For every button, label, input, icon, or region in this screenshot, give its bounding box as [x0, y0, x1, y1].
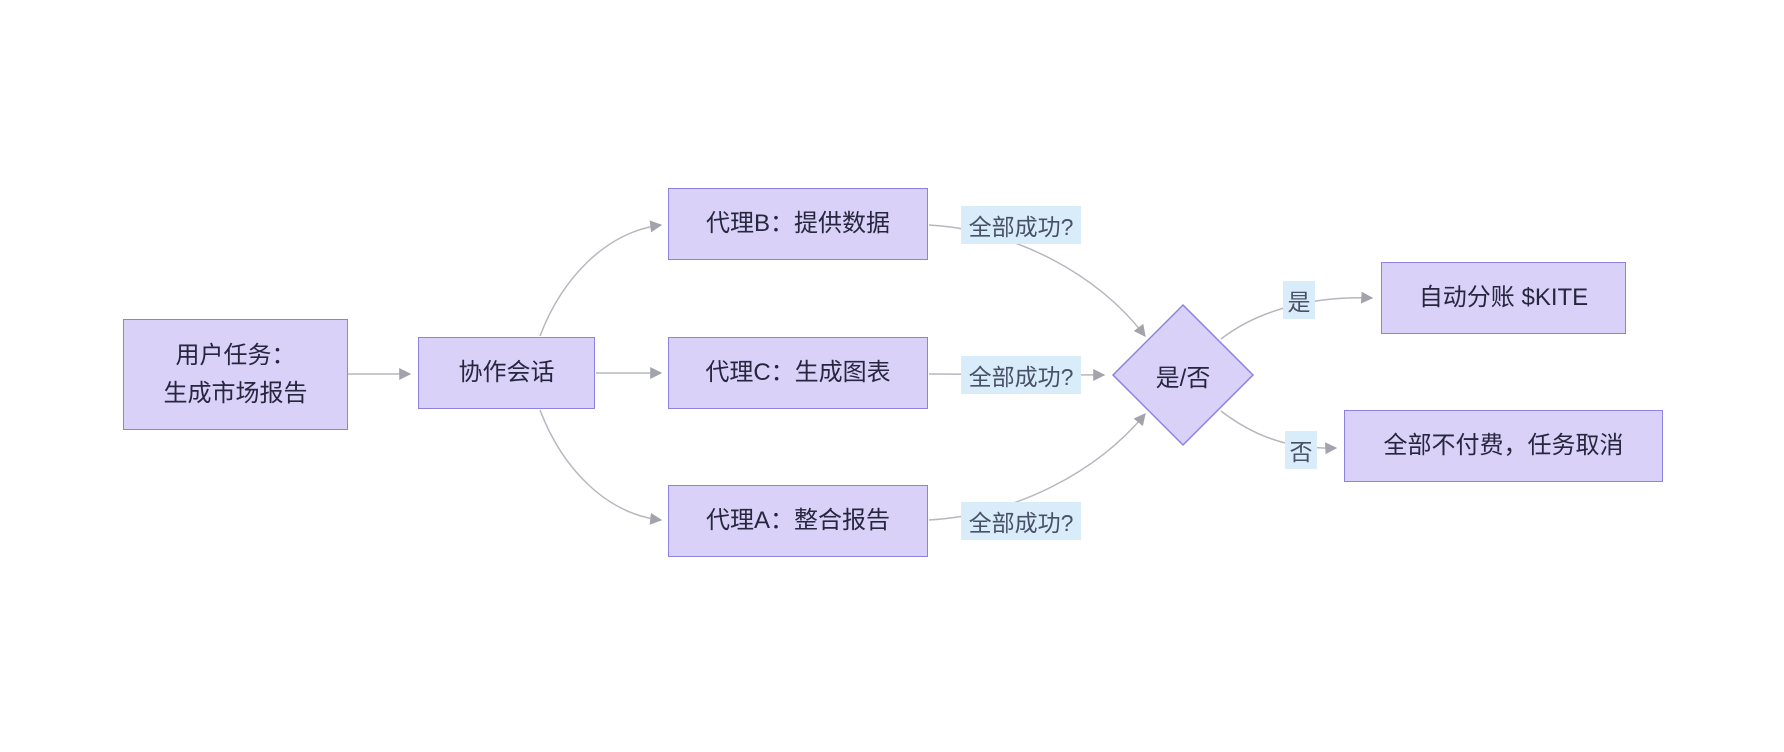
- node-collab-session-label: 协作会话: [458, 359, 555, 386]
- node-agent-c: 代理C：生成图表: [668, 337, 928, 409]
- node-cancel: 全部不付费，任务取消: [1344, 410, 1663, 482]
- edge-label-yes: 是: [1283, 281, 1315, 319]
- node-agent-c-label: 代理C：生成图表: [705, 359, 891, 386]
- edge-decision-to-cancel: [1220, 410, 1338, 455]
- node-payout: 自动分账 $KITE: [1381, 262, 1626, 334]
- edge-label-check-c: 全部成功?: [961, 356, 1081, 394]
- edge-label-check-b: 全部成功?: [961, 206, 1081, 244]
- node-collab-session: 协作会话: [418, 337, 595, 409]
- node-agent-b: 代理B：提供数据: [668, 188, 928, 260]
- node-agent-a: 代理A：整合报告: [668, 485, 928, 557]
- node-user-task-line1: 用户任务：: [175, 341, 296, 369]
- node-agent-a-label: 代理A：整合报告: [705, 507, 890, 534]
- edge-session-to-agent-b: [539, 220, 663, 337]
- node-payout-label: 自动分账 $KITE: [1418, 284, 1589, 311]
- edge-session-to-agent-a: [539, 409, 663, 525]
- edge-label-check-a: 全部成功?: [961, 502, 1081, 540]
- node-user-task: 用户任务： 生成市场报告: [123, 319, 348, 430]
- node-cancel-label: 全部不付费，任务取消: [1383, 432, 1624, 459]
- node-decision-label: 是/否: [1155, 364, 1211, 392]
- node-user-task-line2: 生成市场报告: [163, 379, 308, 407]
- edge-label-no: 否: [1285, 431, 1317, 469]
- decision-diamond: [1111, 303, 1255, 447]
- node-agent-b-label: 代理B：提供数据: [705, 210, 890, 237]
